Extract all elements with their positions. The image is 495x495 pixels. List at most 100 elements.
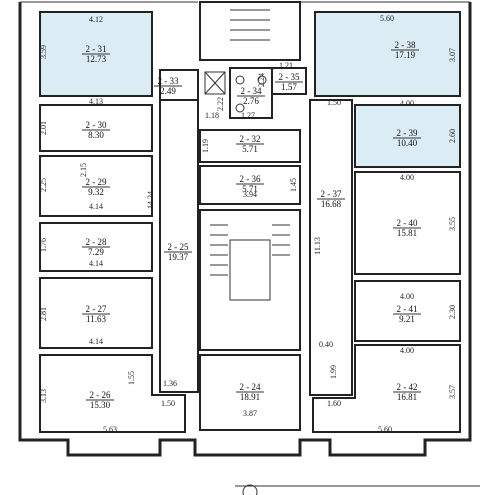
dimension-label: 1.21 bbox=[279, 61, 293, 70]
room-area-label: 5.71 bbox=[242, 144, 258, 154]
dimension-label: 3.07 bbox=[448, 48, 457, 62]
dimension-label: 5.63 bbox=[103, 425, 117, 434]
room-id-label: 2 - 42 bbox=[397, 382, 418, 392]
dimension-label: 4.14 bbox=[89, 259, 103, 268]
dimension-label: 4.00 bbox=[400, 292, 414, 301]
room-area-label: 5.71 bbox=[242, 184, 258, 194]
room-2-30[interactable] bbox=[39, 104, 153, 152]
room-area-label: 17.19 bbox=[395, 50, 416, 60]
room-2-37[interactable] bbox=[309, 99, 353, 396]
dimension-label: 4.13 bbox=[89, 97, 103, 106]
room-2-33[interactable] bbox=[159, 69, 199, 101]
dimension-label: 2.60 bbox=[448, 129, 457, 143]
room-2-41[interactable] bbox=[354, 280, 461, 342]
room-area-label: 10.40 bbox=[397, 138, 418, 148]
room-area-label: 11.63 bbox=[86, 314, 106, 324]
dimension-label: 14.24 bbox=[146, 191, 155, 209]
dimension-label: 1.18 bbox=[205, 111, 219, 120]
dimension-label: 5.60 bbox=[378, 425, 392, 434]
room-area-label: 8.30 bbox=[88, 130, 104, 140]
room-area-label: 9.21 bbox=[399, 314, 415, 324]
room-2-38[interactable] bbox=[314, 11, 461, 97]
dimension-label: 4.12 bbox=[89, 15, 103, 24]
room-area-label: 1.57 bbox=[281, 82, 297, 92]
dimension-label: 1.60 bbox=[327, 399, 341, 408]
dimension-label: 1.36 bbox=[163, 379, 177, 388]
dimension-label: 1.45 bbox=[289, 178, 298, 192]
room-2-29[interactable] bbox=[39, 155, 153, 217]
room-id-label: 2 - 38 bbox=[395, 40, 416, 50]
room-id-label: 2 - 25 bbox=[168, 242, 189, 252]
dimension-label: 4.00 bbox=[400, 173, 414, 182]
dimension-label: 3.87 bbox=[243, 409, 257, 418]
dimension-label: 1.99 bbox=[329, 365, 338, 379]
room-id-label: 2 - 28 bbox=[86, 237, 107, 247]
room-2-42[interactable] bbox=[312, 344, 461, 433]
dimension-label: 1.27 bbox=[241, 111, 255, 120]
room-id-label: 2 - 24 bbox=[240, 382, 261, 392]
room-2-35[interactable] bbox=[271, 67, 307, 95]
room-id-label: 2 - 29 bbox=[86, 177, 107, 187]
outer-wall bbox=[18, 2, 472, 457]
dimension-label: 3.13 bbox=[39, 389, 48, 403]
room-id-label: 2 - 41 bbox=[397, 304, 418, 314]
room-id-label: 2 - 31 bbox=[86, 44, 107, 54]
stairwell-center bbox=[199, 209, 301, 351]
room-id-label: 2 - 40 bbox=[397, 218, 418, 228]
room-id-label: 2 - 35 bbox=[279, 72, 300, 82]
dimension-label: 2.24 bbox=[257, 73, 266, 87]
room-area-label: 12.73 bbox=[86, 54, 107, 64]
room-2-36[interactable] bbox=[199, 165, 301, 205]
room-2-39[interactable] bbox=[354, 104, 461, 168]
room-id-label: 2 - 39 bbox=[397, 128, 418, 138]
room-2-40[interactable] bbox=[354, 171, 461, 275]
dimension-label: 3.57 bbox=[448, 385, 457, 399]
dimension-label: 0.40 bbox=[319, 340, 333, 349]
room-area-label: 2.49 bbox=[160, 86, 176, 96]
dimension-label: 2.30 bbox=[448, 305, 457, 319]
dimension-label: 2.81 bbox=[39, 307, 48, 321]
dimension-label: 1.55 bbox=[127, 371, 136, 385]
room-id-label: 2 - 27 bbox=[86, 304, 107, 314]
dimension-label: 1.76 bbox=[39, 238, 48, 252]
room-id-label: 2 - 30 bbox=[86, 120, 107, 130]
dimension-label: 1.50 bbox=[327, 98, 341, 107]
room-id-label: 2 - 33 bbox=[158, 76, 179, 86]
stair-icon bbox=[210, 9, 290, 301]
dimension-label: 5.60 bbox=[380, 14, 394, 23]
dimension-label: 1.19 bbox=[201, 139, 210, 153]
room-area-label: 2.76 bbox=[243, 96, 259, 106]
room-2-25[interactable] bbox=[159, 99, 199, 393]
north-arrow-icon bbox=[242, 484, 258, 495]
dimension-label: 11.13 bbox=[313, 237, 322, 255]
room-id-label: 2 - 37 bbox=[321, 189, 342, 199]
dimension-label: 3.55 bbox=[448, 217, 457, 231]
dimension-label: 4.14 bbox=[89, 202, 103, 211]
dimension-label: 4.00 bbox=[400, 99, 414, 108]
room-area-label: 16.81 bbox=[397, 392, 417, 402]
dimension-label: 2.22 bbox=[216, 97, 225, 111]
dimension-label: 4.00 bbox=[400, 346, 414, 355]
dimension-label: 2.25 bbox=[39, 178, 48, 192]
room-area-label: 7.29 bbox=[88, 247, 104, 257]
room-id-label: 2 - 34 bbox=[241, 86, 262, 96]
dimension-label: 2.01 bbox=[39, 121, 48, 135]
room-id-label: 2 - 36 bbox=[240, 174, 261, 184]
room-2-26[interactable] bbox=[39, 354, 186, 433]
room-2-34[interactable] bbox=[229, 67, 273, 119]
room-area-label: 18.91 bbox=[240, 392, 260, 402]
room-area-label: 15.81 bbox=[397, 228, 417, 238]
room-area-label: 16.68 bbox=[321, 199, 342, 209]
room-area-label: 15.30 bbox=[90, 400, 111, 410]
dimension-label: 2.15 bbox=[79, 163, 88, 177]
dimension-label: 3.59 bbox=[39, 45, 48, 59]
room-id-label: 2 - 32 bbox=[240, 134, 261, 144]
room-area-label: 19.37 bbox=[168, 252, 189, 262]
dimension-label: 1.50 bbox=[161, 399, 175, 408]
room-2-27[interactable] bbox=[39, 277, 153, 349]
room-id-label: 2 - 26 bbox=[90, 390, 111, 400]
room-area-label: 9.32 bbox=[88, 187, 104, 197]
room-2-32[interactable] bbox=[199, 129, 301, 163]
toilet-icon bbox=[235, 75, 267, 113]
